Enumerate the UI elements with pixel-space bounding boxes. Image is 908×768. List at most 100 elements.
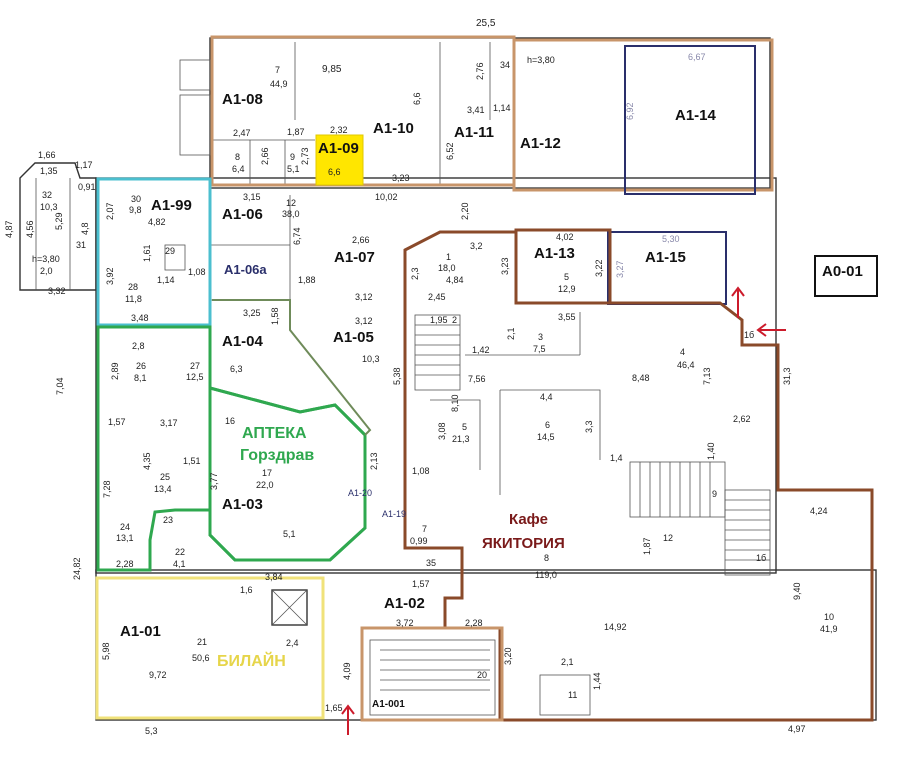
dim: 22	[175, 547, 185, 557]
dim: 35	[426, 558, 436, 568]
dim: 4,87	[4, 220, 14, 238]
dim: 14,92	[604, 622, 627, 632]
dim: 1,57	[412, 579, 430, 589]
dim: 6	[545, 420, 550, 430]
dim: 3,3	[584, 420, 594, 433]
dim: 6,6	[412, 92, 422, 105]
outline-a1-03-inner	[208, 386, 367, 562]
dim: 1,6	[240, 585, 253, 595]
outline-a0-01	[814, 255, 878, 297]
room-a1-03: A1-03	[222, 496, 263, 513]
dim: 3,2	[470, 241, 483, 251]
dim: 46,4	[677, 360, 695, 370]
dim: 7,5	[533, 344, 546, 354]
dim: 21	[197, 637, 207, 647]
dim: 9	[290, 152, 295, 162]
structural-walls	[19, 37, 877, 721]
dim: 4,1	[173, 559, 186, 569]
tenant-labels: АПТЕКА Горздрав БИЛАЙН Кафе ЯКИТОРИЯ	[217, 425, 565, 670]
dim: 3,23	[392, 173, 410, 183]
dim: 3,72	[396, 618, 414, 628]
dim: 10,3	[362, 354, 380, 364]
dim: 21,3	[452, 434, 470, 444]
south-stairs	[369, 639, 496, 716]
dim: 3,17	[160, 418, 178, 428]
dim: 1,61	[142, 244, 152, 262]
dim: 6,52	[445, 142, 455, 160]
dim: 5,1	[283, 529, 296, 539]
room-a1-14: A1-14	[675, 107, 717, 124]
dim: 25	[160, 472, 170, 482]
room-labels: A1-08 A1-09 A1-10 A1-11 A1-12 A1-14 A1-9…	[120, 91, 863, 710]
dim: 10	[824, 612, 834, 622]
dim: 23	[163, 515, 173, 525]
dim: 1,4	[610, 453, 623, 463]
dim: 4,09	[342, 662, 352, 680]
dim: 3,92	[105, 267, 115, 285]
tenant-cafe-line1: Кафе	[509, 511, 548, 528]
dim: 3	[538, 332, 543, 342]
dim: 3,12	[355, 292, 373, 302]
dim: 16	[225, 416, 235, 426]
dim: 4	[680, 347, 685, 357]
room-a1-12: A1-12	[520, 135, 561, 152]
dim: 6,3	[230, 364, 243, 374]
dim: 8,1	[134, 373, 147, 383]
room-a1-08: A1-08	[222, 91, 263, 108]
dim: 41,9	[820, 624, 838, 634]
dim: 1,40	[706, 442, 716, 460]
dim: 3,15	[243, 192, 261, 202]
room-a1-09: A1-09	[318, 140, 359, 157]
dim: 11	[568, 690, 577, 700]
outline-a1-04	[212, 299, 372, 436]
dim: 9,85	[322, 64, 342, 75]
dim: 12	[663, 533, 673, 543]
dim: h=3,80	[32, 254, 60, 264]
outline-cafe	[403, 230, 874, 722]
dim: 2,45	[428, 292, 446, 302]
dim: 4,84	[446, 275, 464, 285]
dim: 1,95	[430, 315, 448, 325]
dim: 4,4	[540, 392, 553, 402]
dim: 10,02	[375, 192, 398, 202]
room-a1-19: A1-19	[382, 509, 406, 519]
dim: 1,58	[270, 307, 280, 325]
dim: 5	[462, 422, 467, 432]
dim: 2,20	[460, 202, 470, 220]
center-stairs	[414, 314, 461, 391]
dim: 4,24	[810, 506, 828, 516]
dim: 2,73	[300, 147, 310, 165]
dim: 7,56	[468, 374, 486, 384]
dim: 32	[42, 190, 52, 200]
dim: 3,41	[467, 105, 485, 115]
dim: 3,22	[594, 259, 604, 277]
dim: 12,5	[186, 372, 204, 382]
dim: 3,20	[503, 647, 513, 665]
tenant-apteka-line2: Горздрав	[240, 447, 314, 464]
dim: 12,9	[558, 284, 576, 294]
dimension-labels: 25,5 h=3,80 34 6,67 6,92 7 44,9 9,85 6,6…	[4, 18, 838, 736]
dim: 4,56	[25, 220, 35, 238]
dim: h=3,80	[527, 55, 555, 65]
dim: 7	[275, 65, 280, 75]
dim: 1,42	[472, 345, 490, 355]
dim: 3,48	[131, 313, 149, 323]
dim: 8	[235, 152, 240, 162]
room-a1-001: A1-001	[372, 699, 405, 710]
entry-arrows	[341, 286, 786, 735]
dim: 25,5	[476, 18, 496, 29]
dim: 2,89	[110, 362, 120, 380]
dim: 11,8	[125, 294, 142, 304]
dim: 1б	[756, 553, 766, 563]
room-a1-04: A1-04	[222, 333, 264, 350]
dim: 6,6	[328, 167, 341, 177]
dim: 1б	[744, 330, 754, 340]
dim: 1,08	[412, 466, 430, 476]
dim: 31	[76, 240, 86, 250]
dim: 0,99	[410, 536, 428, 546]
dim: 2,66	[260, 147, 270, 165]
dim: 1,57	[108, 417, 126, 427]
dim: 2,1	[506, 327, 516, 340]
dim: 4,35	[142, 452, 152, 470]
dim: 44,9	[270, 79, 288, 89]
